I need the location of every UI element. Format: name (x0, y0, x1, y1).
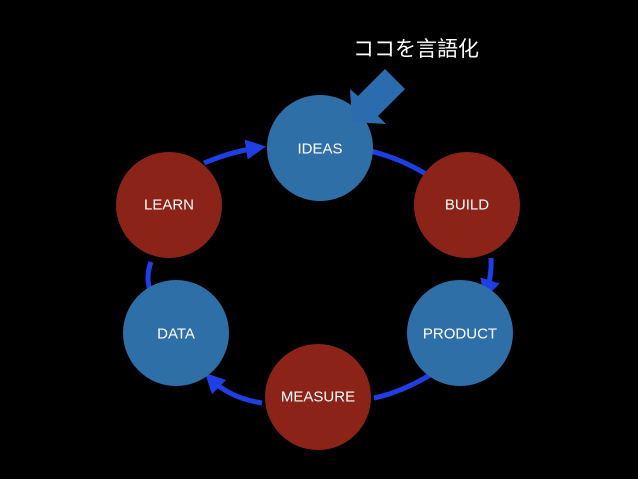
node-measure-label: MEASURE (281, 389, 355, 406)
node-measure: MEASURE (265, 344, 371, 450)
node-build: BUILD (414, 152, 520, 258)
connector-measure-to-data-arrow (204, 372, 263, 406)
node-build-label: BUILD (445, 197, 489, 214)
node-ideas-circle (267, 95, 373, 201)
node-data-circle (123, 280, 229, 386)
node-learn-circle (116, 152, 222, 258)
node-ideas-label: IDEAS (297, 141, 342, 158)
callout-arrow (350, 69, 405, 124)
connector-product-to-measure (373, 369, 437, 401)
node-product-label: PRODUCT (423, 326, 497, 343)
connector-learn-to-ideas-arrow (203, 139, 266, 166)
node-measure-circle (265, 344, 371, 450)
connector-build-to-product-arrow (480, 257, 500, 300)
node-build-circle (414, 152, 520, 258)
node-data: DATA (123, 280, 229, 386)
node-learn: LEARN (116, 152, 222, 258)
node-product: PRODUCT (407, 280, 513, 386)
node-ideas: IDEAS (267, 95, 373, 201)
node-product-circle (407, 280, 513, 386)
callout-label: ココを言語化 (353, 37, 479, 61)
node-learn-label: LEARN (144, 197, 194, 214)
node-data-label: DATA (157, 326, 195, 343)
connector-ideas-to-build (365, 147, 434, 181)
